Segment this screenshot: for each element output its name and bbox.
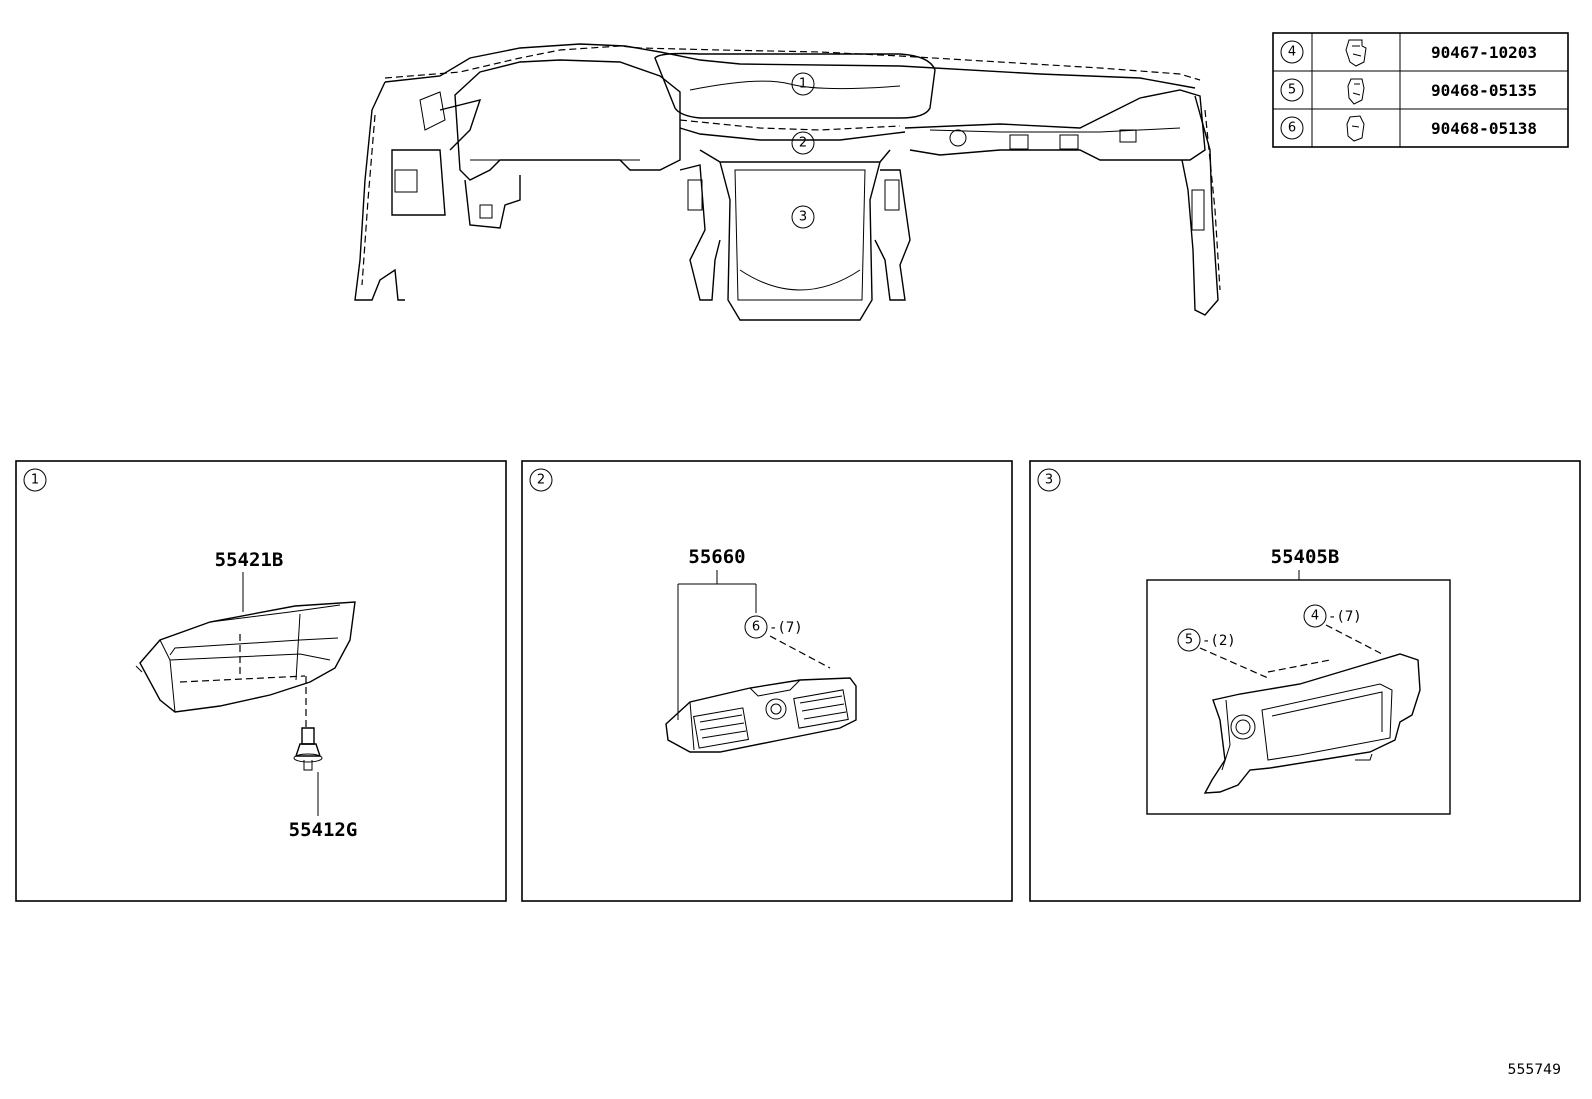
panel-3: 3 55405B 4 -(7) 5 -(2)	[1029, 460, 1581, 902]
parts-table-row: 6 90468-05138	[1280, 115, 1537, 142]
clip-callout-5: 5	[1185, 633, 1193, 648]
row-number: 6	[1288, 121, 1296, 136]
center-register-drawing	[665, 677, 857, 753]
panel-number: 3	[1045, 473, 1053, 488]
clip-callout-4: 4	[1311, 609, 1319, 624]
parts-table-row: 5 90468-05135	[1280, 78, 1537, 105]
reference-number: 555749	[1508, 1062, 1561, 1078]
svg-text:2: 2	[799, 136, 807, 151]
damper-55412G-drawing	[293, 727, 323, 771]
dashboard-callout-2: 2	[791, 131, 815, 155]
part-number: 90467-10203	[1431, 43, 1537, 62]
row-number: 4	[1288, 45, 1296, 60]
parts-table-row: 4 90467-10203	[1280, 39, 1537, 67]
svg-text:1: 1	[799, 77, 807, 92]
clip-callout-6: 6	[752, 620, 760, 635]
clip-5-icon	[1347, 78, 1365, 105]
part-label-55405B: 55405B	[1271, 546, 1340, 568]
dashboard-callout-1: 1	[791, 72, 815, 96]
dashboard-callout-3: 3	[791, 205, 815, 229]
parts-table: 4 90467-10203 5 90468-05135 6 90468-0513	[1272, 32, 1569, 148]
svg-text:3: 3	[799, 210, 807, 225]
part-label-55421B: 55421B	[215, 549, 284, 571]
part-label-55412G: 55412G	[289, 819, 358, 841]
part-number: 90468-05135	[1431, 81, 1537, 100]
clip-qty: -(2)	[1202, 633, 1236, 649]
dashboard-overview-drawing	[354, 43, 1221, 321]
panel-number: 2	[537, 473, 545, 488]
panel-number: 1	[31, 473, 39, 488]
clip-4-icon	[1345, 39, 1367, 67]
clip-qty: -(7)	[769, 620, 803, 636]
glove-box-door-drawing	[135, 601, 356, 713]
part-number: 90468-05138	[1431, 119, 1537, 138]
row-number: 5	[1288, 83, 1296, 98]
center-cluster-finish-panel-drawing	[1203, 653, 1421, 794]
panel-2: 2 55660 6 -(7)	[521, 460, 1013, 902]
panel-1: 1 55421B 55412G	[15, 460, 507, 902]
clip-6-icon	[1346, 115, 1365, 142]
part-label-55660: 55660	[688, 546, 745, 568]
clip-qty: -(7)	[1328, 609, 1362, 625]
